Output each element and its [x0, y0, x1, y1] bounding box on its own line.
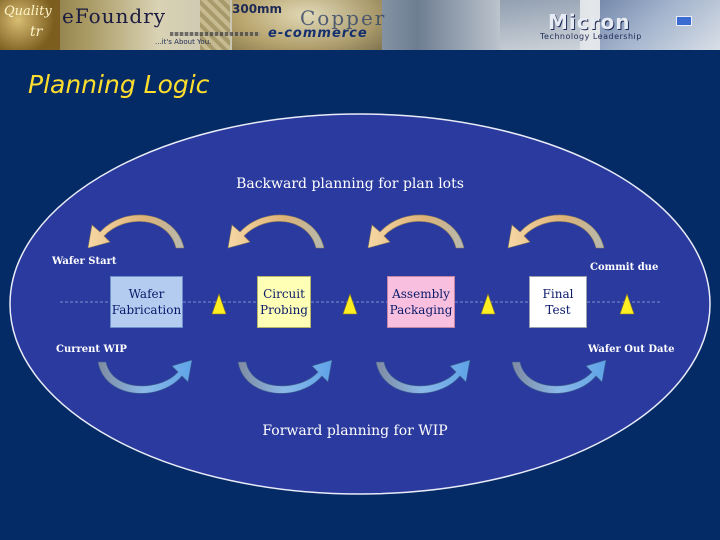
planning-ellipse	[9, 113, 711, 495]
step-circuit-probing: Circuit Probing	[257, 276, 311, 328]
banner-technology-text: Technology Leadership	[540, 32, 642, 41]
milestone-triangle	[619, 293, 635, 315]
backward-planning-label: Backward planning for plan lots	[236, 176, 464, 192]
milestone-triangle	[480, 293, 496, 315]
backward-arrow	[227, 214, 325, 249]
banner-efoundry-text: eFoundry	[62, 4, 167, 28]
milestone-triangle	[211, 293, 227, 315]
header-banner: Quality eFoundry tr 300mm Copper e-comme…	[0, 0, 720, 50]
banner-copper-text: Copper	[300, 6, 387, 30]
slide-title: Planning Logic	[28, 70, 210, 99]
step-label: Final Test	[542, 287, 574, 317]
wafer-start-label: Wafer Start	[52, 256, 117, 267]
banner-photo-wafer-gold	[232, 0, 382, 50]
forward-arrow	[511, 359, 607, 394]
backward-arrow	[367, 214, 465, 249]
step-final-test: Final Test	[529, 276, 587, 328]
milestone-triangle	[342, 293, 358, 315]
wafer-out-date-label: Wafer Out Date	[588, 344, 675, 355]
forward-arrow	[97, 359, 193, 394]
backward-arrow	[507, 214, 605, 249]
banner-quality-text: Quality	[4, 4, 52, 19]
banner-filmstrip	[170, 32, 260, 36]
banner-photo-globe	[600, 0, 720, 50]
commit-due-label: Commit due	[590, 262, 659, 273]
forward-planning-label: Forward planning for WIP	[262, 423, 448, 439]
forward-arrow	[237, 359, 333, 394]
micron-logo: Micron	[548, 10, 631, 34]
step-label: Circuit Probing	[260, 287, 308, 317]
banner-tagline: ...it's About You.	[155, 38, 212, 46]
backward-arrow	[87, 214, 185, 249]
current-wip-label: Current WIP	[56, 344, 127, 355]
step-wafer-fabrication: Wafer Fabrication	[110, 276, 183, 328]
banner-tr-text: tr	[30, 24, 43, 40]
step-assembly-packaging: Assembly Packaging	[387, 276, 455, 328]
banner-ecommerce-text: e-commerce	[268, 26, 368, 41]
flag-icon	[676, 16, 692, 26]
banner-photo-wafer	[0, 0, 60, 50]
step-label: Assembly Packaging	[389, 287, 453, 317]
step-label: Wafer Fabrication	[111, 287, 182, 317]
banner-300mm-text: 300mm	[232, 2, 283, 16]
banner-photo-chip	[500, 0, 580, 50]
forward-arrow	[375, 359, 471, 394]
banner-pattern	[200, 0, 230, 50]
